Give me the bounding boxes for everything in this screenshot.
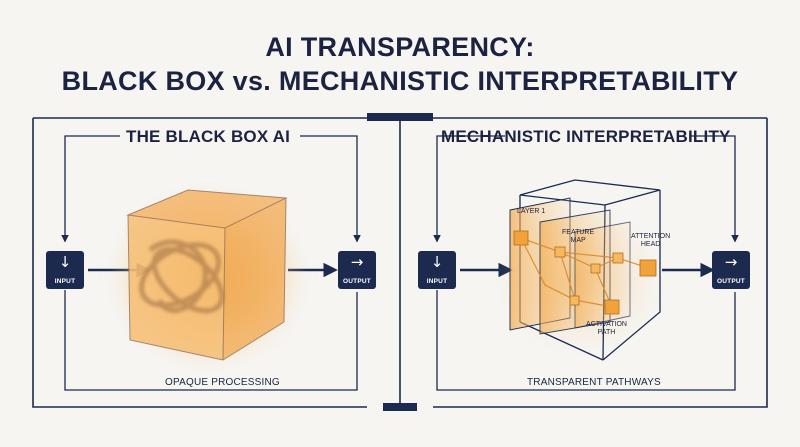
outer-frame [32, 117, 768, 408]
feature-map-label-line1: FEATURE [562, 229, 595, 236]
node-feature [554, 246, 566, 258]
left-output-label: OUTPUT [343, 278, 371, 285]
activation-path-label: ACTIVATION PATH [586, 321, 627, 337]
right-output-label: OUTPUT [717, 278, 745, 285]
right-input-box: ↓ INPUT [418, 251, 456, 289]
node-activation [604, 299, 620, 315]
layer-1-label: LAYER 1 [517, 208, 546, 215]
transparent-cube [495, 179, 665, 361]
node-layer1 [513, 230, 529, 246]
arrow-down-icon: ↓ [430, 253, 444, 271]
left-input-label: INPUT [54, 278, 76, 285]
node-attention [639, 259, 657, 277]
attention-head-label-line1: ATTENTION [631, 233, 671, 240]
frame-top-bar [367, 113, 433, 121]
right-output-box: → OUTPUT [712, 251, 750, 289]
attention-head-label: ATTENTION HEAD [631, 233, 670, 249]
right-flow-lines [433, 135, 739, 391]
frame-bottom-bar [383, 403, 417, 411]
arrow-down-icon: ↓ [58, 253, 72, 271]
node-mid [590, 263, 601, 274]
activation-path-label-line1: ACTIVATION [586, 321, 627, 328]
arrow-right-icon: → [350, 253, 364, 271]
title-line-1: AI TRANSPARENCY: [265, 32, 535, 62]
attention-head-label-line2: HEAD [640, 241, 661, 248]
node-low [569, 295, 580, 306]
right-panel-heading: MECHANISTIC INTERPRETABILITY [441, 127, 731, 146]
right-panel-caption: TRANSPARENT PATHWAYS [527, 377, 661, 388]
left-output-box: → OUTPUT [338, 251, 376, 289]
right-input-label: INPUT [426, 278, 448, 285]
left-input-box: ↓ INPUT [46, 251, 84, 289]
title-line-2: BLACK BOX vs. MECHANISTIC INTERPRETABILI… [61, 66, 739, 96]
arrow-right-icon: → [724, 253, 738, 271]
feature-map-label-line2: MAP [570, 237, 586, 244]
diagram-title: AI TRANSPARENCY: BLACK BOX vs. MECHANIST… [0, 30, 800, 98]
activation-path-label-line2: PATH [597, 329, 616, 336]
left-panel-caption: OPAQUE PROCESSING [165, 377, 280, 388]
black-box-cube [108, 185, 308, 370]
feature-map-label: FEATURE MAP [562, 229, 594, 245]
node-upper [612, 252, 624, 264]
left-panel-heading: THE BLACK BOX AI [126, 127, 291, 146]
